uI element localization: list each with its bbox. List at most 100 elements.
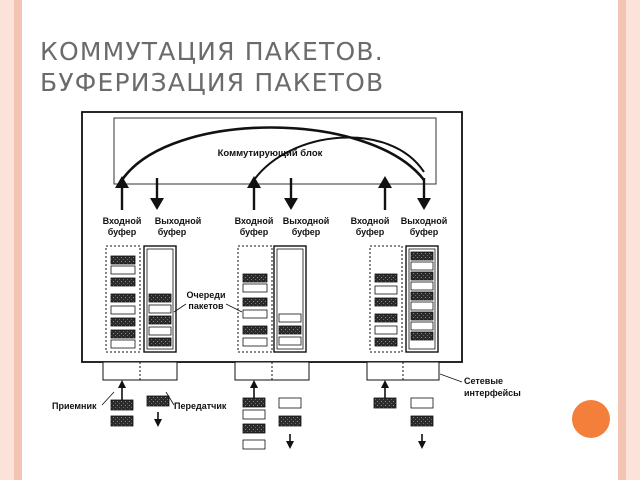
transmit-arrow-1-head (154, 419, 162, 427)
packet (148, 337, 172, 347)
output-buffer-label-1a: Выходной (155, 216, 202, 226)
input-buffer-label-3a: Входной (351, 216, 390, 226)
packet (410, 251, 434, 261)
outgoing-packet (146, 395, 170, 407)
switching-block-label: Коммутирующий блок (218, 148, 323, 159)
output-buffer-1-inner (146, 248, 174, 350)
packet (410, 301, 434, 311)
packet (110, 317, 136, 327)
packet (242, 325, 268, 335)
packet (110, 293, 136, 303)
input-buffer-label-3b: буфер (356, 227, 385, 237)
input-arrow-2-head (247, 176, 261, 188)
output-buffer-label-1b: буфер (158, 227, 187, 237)
transmitter-pointer (165, 391, 175, 406)
packet (242, 273, 268, 283)
input-buffer-label-1b: буфер (108, 227, 137, 237)
switching-arc-middle (253, 136, 425, 181)
packet (110, 305, 136, 315)
packet (242, 309, 268, 319)
transmitter-label: Передатчик (174, 401, 227, 411)
packet (110, 329, 136, 339)
switching-block (113, 117, 437, 185)
incoming-packet (242, 397, 266, 408)
packet (410, 321, 434, 331)
outgoing-packet (278, 397, 302, 409)
packet (278, 336, 302, 346)
packet-queues-label-2: пакетов (188, 301, 224, 311)
packet (110, 265, 136, 275)
packet (148, 315, 172, 325)
packet (242, 297, 268, 307)
output-buffer-label-2a: Выходной (283, 216, 330, 226)
switching-arc-left-to-right (120, 126, 426, 181)
packet (410, 261, 434, 271)
output-buffer-3-inner (408, 248, 436, 350)
input-buffer-3 (369, 245, 403, 353)
packet (374, 313, 398, 323)
output-buffer-label-3b: буфер (410, 227, 439, 237)
packet (278, 313, 302, 323)
packet (148, 293, 172, 303)
packet-queues-pointer-right (225, 303, 243, 313)
packet (374, 337, 398, 347)
input-buffer-label-1a: Входной (103, 216, 142, 226)
packet (110, 277, 136, 287)
packet (374, 297, 398, 307)
packet (410, 291, 434, 301)
incoming-packet (242, 409, 266, 420)
packet (374, 325, 398, 335)
packet (410, 331, 434, 341)
left-decor-band-outer (0, 0, 14, 480)
output-buffer-1 (143, 245, 177, 353)
outgoing-packet (410, 415, 434, 427)
network-interfaces-label-2: интерфейсы (464, 388, 521, 398)
packet (148, 326, 172, 336)
output-buffer-3 (405, 245, 439, 353)
receive-arrow-1-head (118, 380, 126, 388)
output-buffer-2-inner (276, 248, 304, 350)
slide-title-line-1: КОММУТАЦИЯ ПАКЕТОВ. (40, 37, 384, 66)
output-buffer-2 (273, 245, 307, 353)
receive-arrow-2-head (250, 380, 258, 388)
receiver-label: Приемник (52, 401, 97, 411)
packet (410, 271, 434, 281)
incoming-packet (373, 397, 397, 409)
network-interfaces-label-1: Сетевые (464, 376, 503, 386)
slide-title-line-2: БУФЕРИЗАЦИЯ ПАКЕТОВ (40, 68, 385, 97)
packet-queues-pointer-left (173, 303, 187, 313)
receiver-pointer (101, 391, 115, 406)
incoming-packet (110, 399, 134, 411)
packet (110, 255, 136, 265)
input-buffer-2 (237, 245, 273, 353)
packet (410, 311, 434, 321)
input-buffer-label-2a: Входной (235, 216, 274, 226)
transmit-arrow-3-head (418, 441, 426, 449)
transmit-arrow-2-head (286, 441, 294, 449)
packet (242, 283, 268, 293)
network-interfaces-pointer (439, 373, 463, 383)
packet (148, 304, 172, 314)
decorative-orange-circle (572, 400, 610, 438)
output-arrow-3-head (417, 198, 431, 210)
packet (374, 273, 398, 283)
outgoing-packet (278, 415, 302, 427)
input-buffer-1 (105, 245, 141, 353)
outgoing-packet (410, 397, 434, 409)
packet (410, 281, 434, 291)
right-decor-band-inner (618, 0, 626, 480)
receive-arrow-3-head (381, 380, 389, 388)
left-decor-band-inner (14, 0, 22, 480)
right-decor-band-outer (626, 0, 640, 480)
input-arrow-1-head (115, 176, 129, 188)
incoming-packet (242, 423, 266, 434)
packet-queues-label-1: Очереди (187, 290, 226, 300)
output-buffer-label-3a: Выходной (401, 216, 448, 226)
slide-title: КОММУТАЦИЯ ПАКЕТОВ. БУФЕРИЗАЦИЯ ПАКЕТОВ (40, 36, 600, 98)
incoming-packet (110, 415, 134, 427)
input-buffer-label-2b: буфер (240, 227, 269, 237)
packet (242, 337, 268, 347)
input-arrow-3-head (378, 176, 392, 188)
packet (278, 325, 302, 335)
